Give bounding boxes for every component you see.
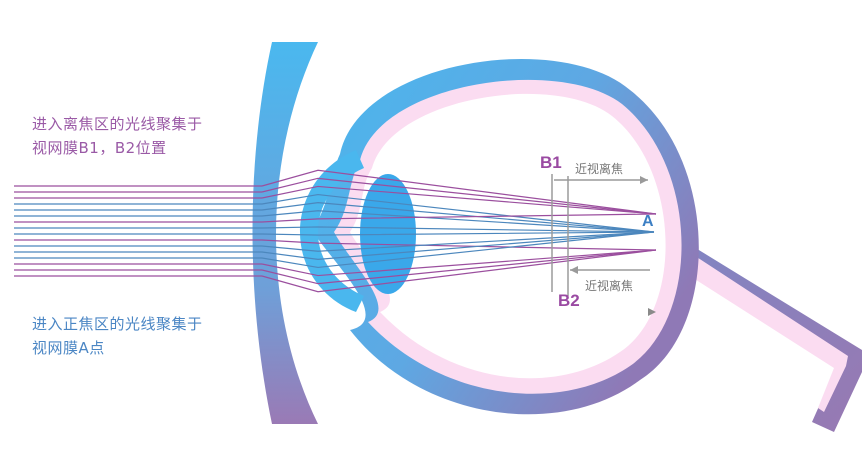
light-ray-refracted [261,231,655,236]
focus-caption-line1: 进入正焦区的光线聚集于 [32,315,203,333]
light-ray-refracted [261,213,657,223]
light-ray-refracted [261,226,655,233]
light-ray-refracted [261,249,657,277]
light-ray-refracted [261,185,657,215]
defocus-arrow-bottom-head [570,266,578,274]
defocus-arrow-top-head [640,176,648,184]
focus-caption-line2: 视网膜A点 [32,339,105,357]
defocus-caption: 进入离焦区的光线聚集于 视网膜B1，B2位置 [32,112,262,160]
light-ray-refracted [261,210,655,233]
focus-caption: 进入正焦区的光线聚集于 视网膜A点 [32,312,262,360]
optic-nerve-inner [668,250,848,412]
light-ray-refracted [261,239,657,251]
retina-arrow-icon [648,308,656,316]
light-ray-refracted [261,177,657,215]
light-ray-refracted [261,231,655,252]
light-ray-refracted [261,202,655,233]
light-ray-refracted [261,169,657,215]
light-ray-refracted [261,231,655,269]
light-ray-refracted [261,193,655,233]
label-myopic-defocus-top: 近视离焦 [575,161,623,176]
spectacle-lens [252,42,318,424]
incoming-light-rays [14,185,262,277]
label-b1: B1 [540,153,562,172]
defocus-caption-line1: 进入离焦区的光线聚集于 [32,115,203,133]
cornea [300,150,364,312]
light-ray-refracted [261,249,657,293]
label-myopic-defocus-bottom: 近视离焦 [585,278,633,293]
defocus-caption-line2: 视网膜B1，B2位置 [32,139,167,157]
vitreous-body [350,93,666,379]
label-b2: B2 [558,291,580,310]
light-ray-refracted [261,231,655,260]
light-ray-refracted [261,249,657,285]
label-a: A [642,213,654,230]
refracted-light-rays [261,169,657,293]
